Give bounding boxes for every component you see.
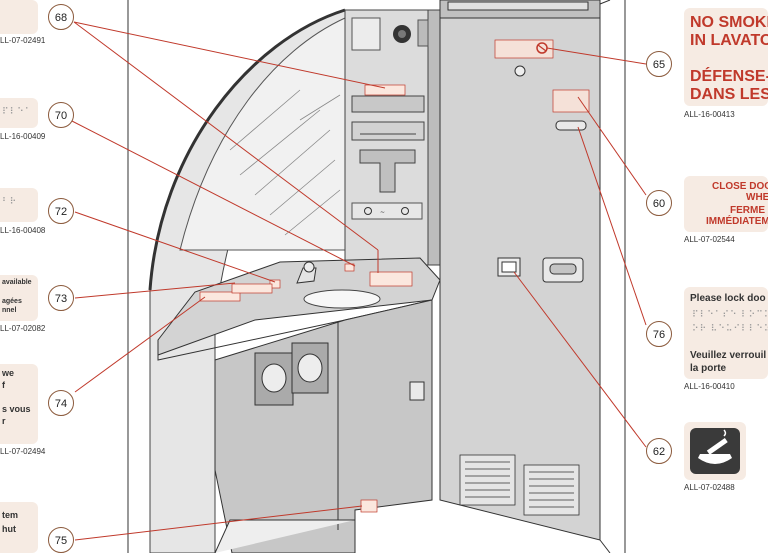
counter-placard bbox=[369, 271, 413, 287]
card-line: hut bbox=[2, 524, 16, 534]
left-card-6: tem hut bbox=[0, 502, 38, 553]
card-line: agées bbox=[2, 298, 22, 305]
braille-dots: ⠏⠇⠑⠁ bbox=[2, 106, 33, 116]
card-line: tem bbox=[2, 510, 19, 520]
cabinet-placard-75 bbox=[360, 499, 378, 513]
cabinet-latch[interactable] bbox=[409, 381, 425, 401]
callout-76: 76 bbox=[646, 321, 672, 347]
tissue-slot[interactable] bbox=[351, 95, 425, 113]
callout-74: 74 bbox=[48, 390, 74, 416]
card-line: DANS LES bbox=[690, 86, 768, 103]
card-line: FERME bbox=[730, 205, 765, 216]
mirror bbox=[179, 17, 346, 251]
lock-door-card: Please lock doo ⠏⠇⠑⠁⠎⠑ ⠇⠕⠉⠅ ⠙⠕ ⠕⠗ ⠧⠑⠥⠊⠇⠇… bbox=[684, 287, 768, 379]
close-door-card: CLOSE DOO WHEN FERME IMMÉDIATEM bbox=[684, 176, 768, 232]
callout-75: 75 bbox=[48, 527, 74, 553]
svg-text:~: ~ bbox=[380, 209, 385, 216]
card-line: r bbox=[2, 416, 6, 426]
part-code: ALL-07-02488 bbox=[684, 483, 735, 492]
callout-65: 65 bbox=[646, 51, 672, 77]
card-line: Please lock doo bbox=[690, 293, 766, 304]
callout-68: 68 bbox=[48, 4, 74, 30]
card-line: Veuillez verrouil bbox=[690, 350, 767, 361]
braille-strip bbox=[199, 291, 241, 302]
braille-dots: ⠕⠗ ⠧⠑⠥⠊⠇⠇⠑⠵ bbox=[692, 323, 768, 333]
door-louvers bbox=[459, 454, 580, 516]
card-line: CLOSE DOO bbox=[712, 181, 768, 192]
smoking-icon-card bbox=[684, 422, 746, 480]
console-placard-68 bbox=[364, 84, 406, 96]
leader-lines bbox=[69, 21, 647, 541]
control-button-icon[interactable] bbox=[364, 207, 372, 215]
light-panel bbox=[351, 17, 381, 51]
coat-hook[interactable] bbox=[514, 65, 526, 77]
callout-73: 73 bbox=[48, 285, 74, 311]
ceiling-vent bbox=[447, 1, 589, 11]
lock-indicator-76[interactable] bbox=[555, 120, 587, 131]
callout-62: 62 bbox=[646, 438, 672, 464]
part-code: ALL-16-00410 bbox=[684, 382, 735, 391]
card-line: available bbox=[2, 279, 32, 286]
ashtray-icon bbox=[690, 428, 740, 474]
card-line: IMMÉDIATEM bbox=[706, 216, 768, 227]
part-code: LL-16-00408 bbox=[0, 226, 46, 235]
wall-edge bbox=[148, 8, 346, 291]
close-door-placard-60 bbox=[552, 89, 590, 113]
part-code: LL-07-02491 bbox=[0, 36, 46, 45]
part-code: LL-16-00409 bbox=[0, 132, 46, 141]
card-line: WHEN bbox=[746, 192, 768, 203]
frame-lines bbox=[127, 0, 626, 553]
part-code: LL-07-02494 bbox=[0, 447, 46, 456]
wash-basin bbox=[303, 289, 381, 309]
card-line: IN LAVATO bbox=[690, 32, 768, 49]
card-line: la porte bbox=[690, 363, 727, 374]
counter-placard-small bbox=[344, 263, 355, 272]
callout-70: 70 bbox=[48, 102, 74, 128]
part-code: LL-07-02082 bbox=[0, 324, 46, 333]
braille-dots: ⠏⠇⠑⠁⠎⠑ ⠇⠕⠉⠅ ⠙⠕ bbox=[692, 309, 768, 319]
left-card-5: we f s vous r bbox=[0, 364, 38, 444]
callout-72: 72 bbox=[48, 198, 74, 224]
towel-slot[interactable] bbox=[351, 121, 425, 141]
card-line: s vous bbox=[2, 404, 31, 414]
left-card-2: ⠏⠇⠑⠁ bbox=[0, 98, 38, 128]
mirror-reflection bbox=[229, 89, 341, 236]
waste-flap[interactable] bbox=[359, 149, 416, 193]
braille-strip bbox=[231, 283, 273, 294]
callout-60: 60 bbox=[646, 190, 672, 216]
part-code: ALL-16-00413 bbox=[684, 110, 735, 119]
card-line: nnel bbox=[2, 307, 17, 314]
left-card-4: available agées nnel bbox=[0, 275, 38, 321]
card-line: f bbox=[2, 380, 5, 390]
vent-grille bbox=[417, 19, 429, 47]
part-code: ALL-07-02544 bbox=[684, 235, 735, 244]
card-line: NO SMOKI bbox=[690, 14, 768, 31]
braille-dots: ⠃⠗ bbox=[2, 196, 18, 206]
control-strip bbox=[351, 202, 423, 220]
no-smoking-card: NO SMOKI IN LAVATO DÉFENSE- DANS LES bbox=[684, 8, 768, 106]
left-card-3: ⠃⠗ bbox=[0, 188, 38, 222]
floor-step bbox=[214, 519, 355, 553]
control-button-icon[interactable] bbox=[401, 207, 409, 215]
left-card-1 bbox=[0, 0, 38, 34]
card-line: DÉFENSE- bbox=[690, 68, 768, 85]
card-line: we bbox=[2, 368, 15, 378]
lower-cabinet bbox=[214, 299, 433, 553]
console-side bbox=[427, 9, 441, 266]
